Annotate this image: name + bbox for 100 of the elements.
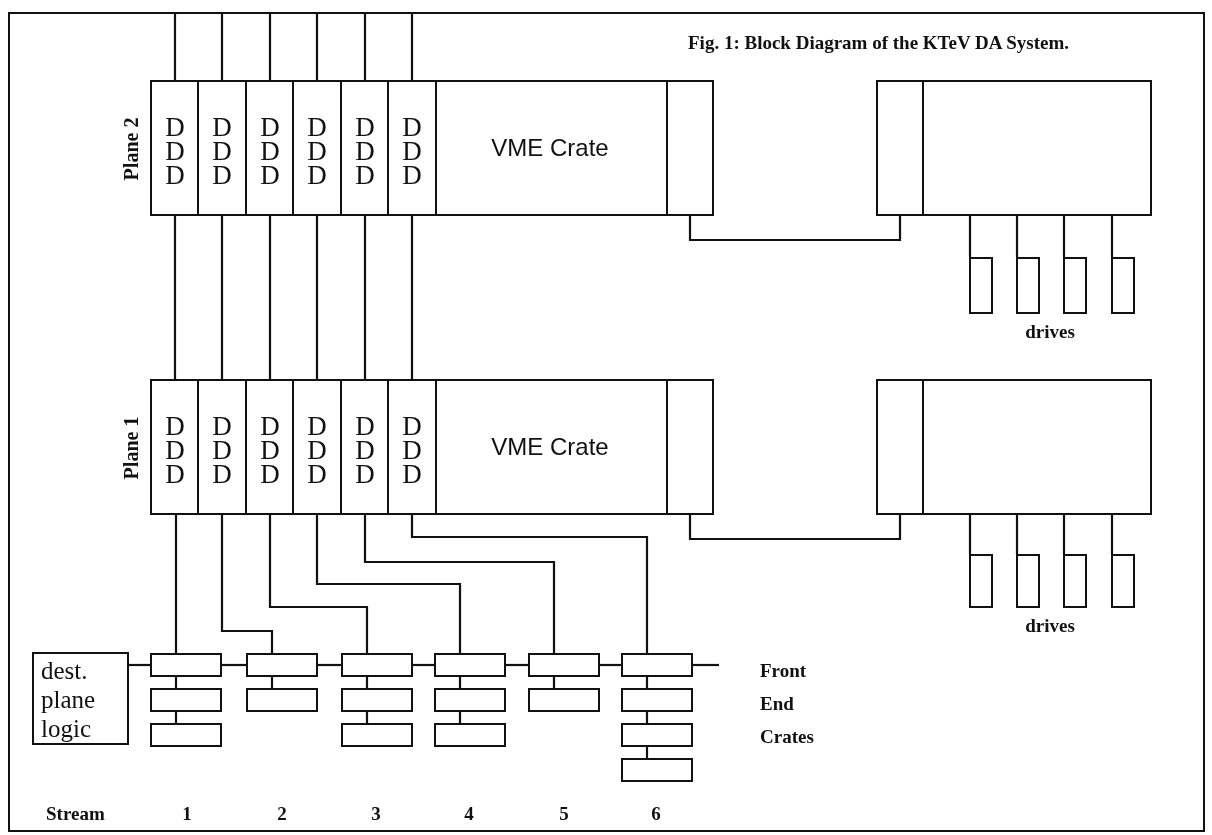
connector-line (222, 663, 246, 667)
connector-line (129, 663, 150, 667)
module-label: D D D (211, 414, 233, 486)
connector-line (1062, 216, 1066, 257)
drive-box (1016, 554, 1040, 608)
connector-line (645, 677, 649, 688)
drive-box (1063, 554, 1087, 608)
connector-line (688, 515, 902, 541)
crate-caption: Front End Crates (760, 659, 815, 749)
crate-module-box (341, 723, 413, 747)
connector-line (506, 663, 528, 667)
stream-number: 2 (277, 804, 287, 825)
module-label: D D D (164, 115, 186, 187)
module-label: D D D (211, 115, 233, 187)
crate-label: VME Crate (491, 136, 609, 160)
plane-label: Plane 2 (121, 117, 142, 181)
computer-box (876, 80, 1152, 216)
stream-number: 3 (371, 804, 381, 825)
crate-module-box (434, 723, 506, 747)
crate-label: VME Crate (491, 435, 609, 459)
connector-line (363, 515, 556, 653)
stream-number: 6 (651, 804, 661, 825)
connector-line (268, 515, 369, 653)
connector-line (410, 216, 414, 379)
figure-title: Fig. 1: Block Diagram of the KTeV DA System. (688, 33, 1070, 52)
module-label: D D D (306, 115, 328, 187)
connector-line (315, 515, 462, 653)
connector-line (173, 14, 177, 80)
connector-line (318, 663, 341, 667)
module-label: D D D (306, 414, 328, 486)
drive-box (1111, 257, 1135, 314)
crate-module-box (434, 688, 506, 712)
crate-module-box (528, 653, 600, 677)
drive-box (1111, 554, 1135, 608)
connector-line (1015, 515, 1019, 554)
module-label: D D D (259, 414, 281, 486)
connector-line (173, 216, 177, 379)
connector-line (968, 515, 972, 554)
crate-module-box (621, 653, 693, 677)
connector-line (174, 677, 178, 688)
connector-line (220, 216, 224, 379)
crate-module-box (341, 688, 413, 712)
logic-box (32, 652, 129, 745)
crate-module-box (621, 723, 693, 747)
connector-line (1110, 515, 1114, 554)
connector-line (220, 515, 274, 653)
connector-line (268, 14, 272, 80)
crate-module-box (434, 653, 506, 677)
crate-module-box (621, 688, 693, 712)
drive-box (1063, 257, 1087, 314)
crate-module-box (528, 688, 600, 712)
stream-number: 5 (559, 804, 569, 825)
connector-line (315, 14, 319, 80)
crate-module-box (341, 653, 413, 677)
connector-line (413, 663, 434, 667)
module-label: D D D (401, 115, 423, 187)
connector-line (1015, 216, 1019, 257)
connector-line (220, 14, 224, 80)
connector-line (174, 515, 178, 653)
connector-line (270, 677, 274, 688)
module-label: D D D (354, 414, 376, 486)
stream-number: 1 (182, 804, 192, 825)
connector-line (552, 677, 556, 688)
drive-box (969, 257, 993, 314)
connector-line (410, 515, 649, 653)
drive-box (1016, 257, 1040, 314)
crate-module-box (150, 723, 222, 747)
crate-module-box (246, 688, 318, 712)
module-slot (387, 379, 437, 515)
module-label: D D D (401, 414, 423, 486)
connector-line (363, 14, 367, 80)
crate-module-box (246, 653, 318, 677)
connector-line (365, 712, 369, 723)
connector-line (365, 677, 369, 688)
connector-line (268, 216, 272, 379)
stream-number: 4 (464, 804, 474, 825)
plane-label: Plane 1 (121, 416, 142, 480)
connector-line (693, 663, 719, 667)
connector-line (600, 663, 621, 667)
drive-caption: drives (1025, 616, 1075, 637)
stream-label: Stream (46, 804, 105, 825)
module-label: D D D (259, 115, 281, 187)
connector-line (688, 216, 902, 242)
crate-module-box (621, 758, 693, 782)
connector-line (315, 216, 319, 379)
module-label: D D D (354, 115, 376, 187)
connector-line (363, 216, 367, 379)
computer-box (876, 379, 1152, 515)
logic-label: dest. plane logic (41, 656, 97, 743)
connector-line (1110, 216, 1114, 257)
crate-module-box (150, 688, 222, 712)
module-slot (387, 80, 437, 216)
connector-line (458, 677, 462, 688)
connector-line (458, 712, 462, 723)
connector-line (1062, 515, 1066, 554)
module-label: D D D (164, 414, 186, 486)
connector-line (410, 14, 414, 80)
connector-line (645, 747, 649, 758)
connector-line (968, 216, 972, 257)
connector-line (174, 712, 178, 723)
